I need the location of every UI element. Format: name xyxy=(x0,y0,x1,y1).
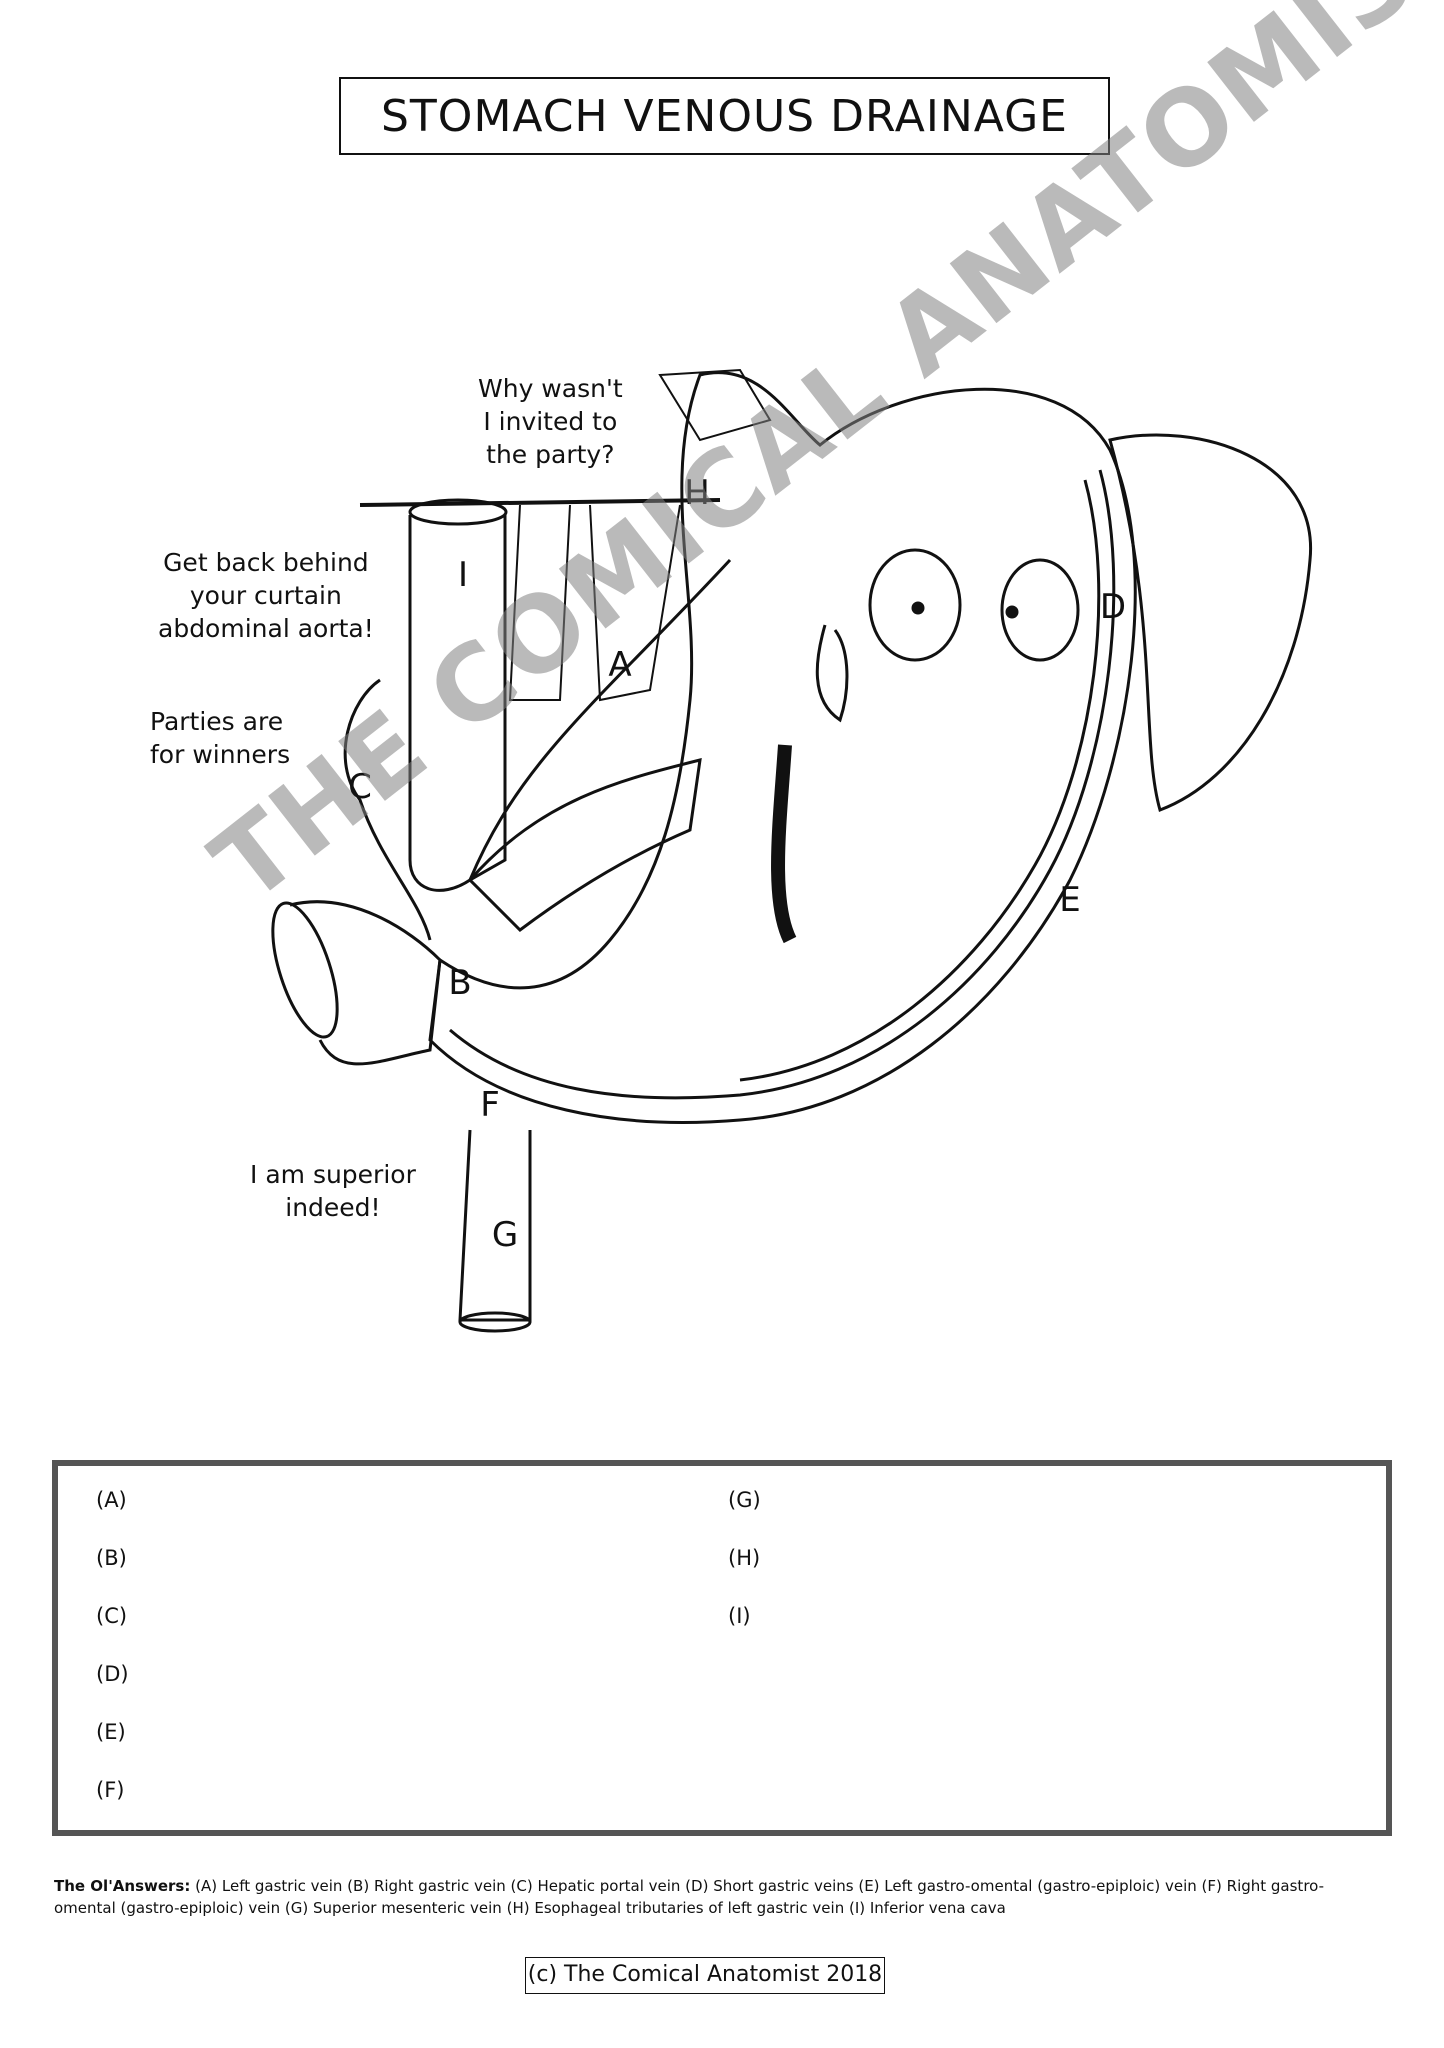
marker-e: E xyxy=(1059,880,1081,920)
speech-bubble-curtain: Get back behind your curtain abdominal a… xyxy=(158,546,374,645)
bubble-text: Get back behind your curtain abdominal a… xyxy=(158,548,374,643)
marker-b: B xyxy=(448,963,472,1003)
stomach-outline xyxy=(428,371,1137,1124)
answer-column-left: (A) (B) (C) (D) (E) (F) xyxy=(96,1488,129,1836)
greater-curvature-vessel-2 xyxy=(739,479,1101,1082)
answers-text: The Ol'Answers: (A) Left gastric vein (B… xyxy=(54,1875,1384,1919)
stomach-illustration xyxy=(271,368,1312,1333)
answer-label-d: (D) xyxy=(96,1662,129,1686)
pancreas-block xyxy=(467,758,702,932)
stomach-pupil-right xyxy=(1005,605,1019,619)
marker-a: A xyxy=(608,645,632,685)
stomach-mouth xyxy=(815,624,849,723)
stomach-eye-right xyxy=(1000,558,1080,662)
copyright: (c) The Comical Anatomist 2018 xyxy=(525,1957,885,1994)
answer-label-e: (E) xyxy=(96,1720,126,1744)
page-title: STOMACH VENOUS DRAINAGE xyxy=(381,90,1068,142)
bubble-text: I am superior indeed! xyxy=(250,1160,416,1222)
duodenum-opening xyxy=(271,901,339,1039)
marker-d: D xyxy=(1099,587,1127,627)
stomach-arm xyxy=(771,744,797,944)
answer-label-f: (F) xyxy=(96,1778,125,1802)
marker-g: G xyxy=(491,1215,519,1255)
answer-label-a: (A) xyxy=(96,1488,127,1512)
curtain-left xyxy=(508,504,571,701)
answer-label-h: (H) xyxy=(728,1546,761,1570)
answer-box: (A) (B) (C) (D) (E) (F) (G) (H) (I) xyxy=(52,1460,1392,1836)
speech-bubble-parties: Parties are for winners xyxy=(150,705,290,771)
speech-bubble-party: Why wasn't I invited to the party? xyxy=(478,372,623,471)
bubble-text: Parties are for winners xyxy=(150,707,291,769)
title-box: STOMACH VENOUS DRAINAGE xyxy=(339,77,1110,155)
greater-curvature-vessel xyxy=(449,469,1116,1100)
curtain-rod xyxy=(359,498,721,507)
marker-c: C xyxy=(348,767,372,807)
speech-bubble-superior: I am superior indeed! xyxy=(250,1158,416,1224)
spleen xyxy=(1108,433,1312,812)
curtain-right xyxy=(589,504,681,702)
stomach-eye-left xyxy=(868,548,962,662)
portal-vein xyxy=(343,678,432,941)
marker-i: I xyxy=(457,555,469,595)
marker-f: F xyxy=(480,1085,500,1125)
answer-label-i: (I) xyxy=(728,1604,751,1628)
answer-column-right: (G) (H) (I) xyxy=(728,1488,761,1662)
answer-label-b: (B) xyxy=(96,1546,127,1570)
bubble-text: Why wasn't I invited to the party? xyxy=(478,374,623,469)
stomach-pupil-left xyxy=(911,601,925,615)
duodenum xyxy=(289,900,442,1066)
answers-body: (A) Left gastric vein (B) Right gastric … xyxy=(54,1877,1325,1917)
answer-label-c: (C) xyxy=(96,1604,128,1628)
ivc-top xyxy=(408,498,508,526)
answer-label-g: (G) xyxy=(728,1488,761,1512)
marker-h: H xyxy=(684,473,710,513)
left-gastric-vein xyxy=(468,558,732,881)
answers-heading: The Ol'Answers: xyxy=(54,1877,191,1895)
smv-bottom xyxy=(458,1311,532,1333)
smv-figure xyxy=(458,1129,532,1322)
esophagus xyxy=(658,368,772,442)
